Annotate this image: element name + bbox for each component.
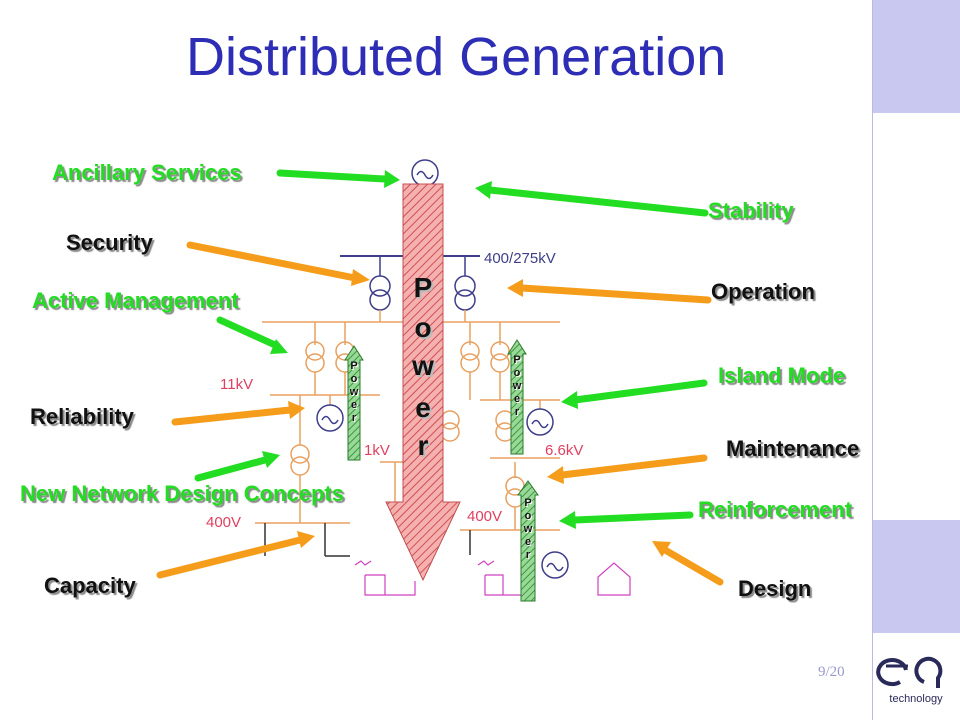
power-flow-main-arrow bbox=[385, 183, 461, 582]
power-letter: e bbox=[415, 392, 431, 423]
sidebar-mid-block bbox=[873, 520, 960, 633]
label-ancillary-services: Ancillary Services bbox=[52, 160, 242, 185]
voltage-label-1kV: 1kV bbox=[364, 442, 390, 459]
generator-11kV bbox=[316, 404, 344, 432]
generator-400V bbox=[541, 551, 569, 579]
label-island-mode: Island Mode bbox=[718, 363, 846, 388]
power-letter-small: e bbox=[350, 399, 358, 411]
power-flow-arrow-6.6kV bbox=[507, 339, 527, 455]
power-letter-small: o bbox=[513, 367, 521, 379]
label-new-network-design: New Network Design Concepts bbox=[20, 481, 344, 506]
label-operation: Operation bbox=[711, 279, 815, 304]
house-load-right bbox=[477, 560, 631, 596]
voltage-label-400V-right: 400V bbox=[467, 508, 503, 525]
label-capacity: Capacity bbox=[44, 573, 136, 598]
power-letter-small: w bbox=[523, 523, 533, 535]
slide-title: Distributed Generation bbox=[186, 27, 727, 87]
power-letter-small: P bbox=[513, 354, 521, 366]
generator-top bbox=[411, 159, 439, 187]
grid-transformer-left bbox=[369, 275, 391, 311]
label-design: Design bbox=[738, 576, 812, 601]
power-letter-small: w bbox=[512, 380, 522, 392]
page-number: 9/20 bbox=[818, 664, 845, 680]
label-maintenance: Maintenance bbox=[726, 436, 860, 461]
label-reinforcement: Reinforcement bbox=[698, 497, 853, 522]
ea-technology-logo: technology bbox=[876, 656, 943, 705]
power-letter-small: e bbox=[524, 536, 532, 548]
voltage-label-400V-left: 400V bbox=[206, 514, 242, 531]
label-security: Security bbox=[66, 230, 153, 255]
power-letter: o bbox=[414, 312, 432, 343]
power-flow-arrow-11kV bbox=[344, 345, 364, 461]
power-letter-small: w bbox=[349, 386, 359, 398]
power-flow-arrow-400V bbox=[517, 480, 539, 602]
power-letter-small: r bbox=[514, 406, 520, 418]
voltage-label-6.6kV: 6.6kV bbox=[545, 442, 584, 459]
power-letter: w bbox=[412, 350, 434, 381]
power-letter-small: o bbox=[350, 373, 358, 385]
label-active-management: Active Management bbox=[32, 288, 239, 313]
influence-arrows bbox=[156, 169, 724, 586]
label-stability: Stability bbox=[708, 198, 794, 223]
power-letter: P bbox=[413, 272, 433, 303]
power-letter-small: P bbox=[350, 360, 358, 372]
power-letter-small: P bbox=[524, 497, 532, 509]
generator-6.6kV bbox=[526, 408, 554, 436]
power-letter: r bbox=[417, 430, 429, 461]
distribution-transformer-left bbox=[290, 444, 310, 476]
power-letter-small: r bbox=[525, 549, 531, 561]
power-letter-small: e bbox=[513, 393, 521, 405]
power-letter-small: r bbox=[351, 412, 357, 424]
label-reliability: Reliability bbox=[30, 404, 134, 429]
house-load-left bbox=[354, 560, 416, 596]
voltage-label-11kV: 11kV bbox=[220, 376, 254, 393]
logo-text: technology bbox=[889, 693, 943, 705]
power-letter-small: o bbox=[524, 510, 532, 522]
grid-transformer-right bbox=[454, 275, 476, 311]
voltage-label-400-275kV: 400/275kV bbox=[484, 250, 556, 267]
sidebar-top-block bbox=[873, 0, 960, 113]
